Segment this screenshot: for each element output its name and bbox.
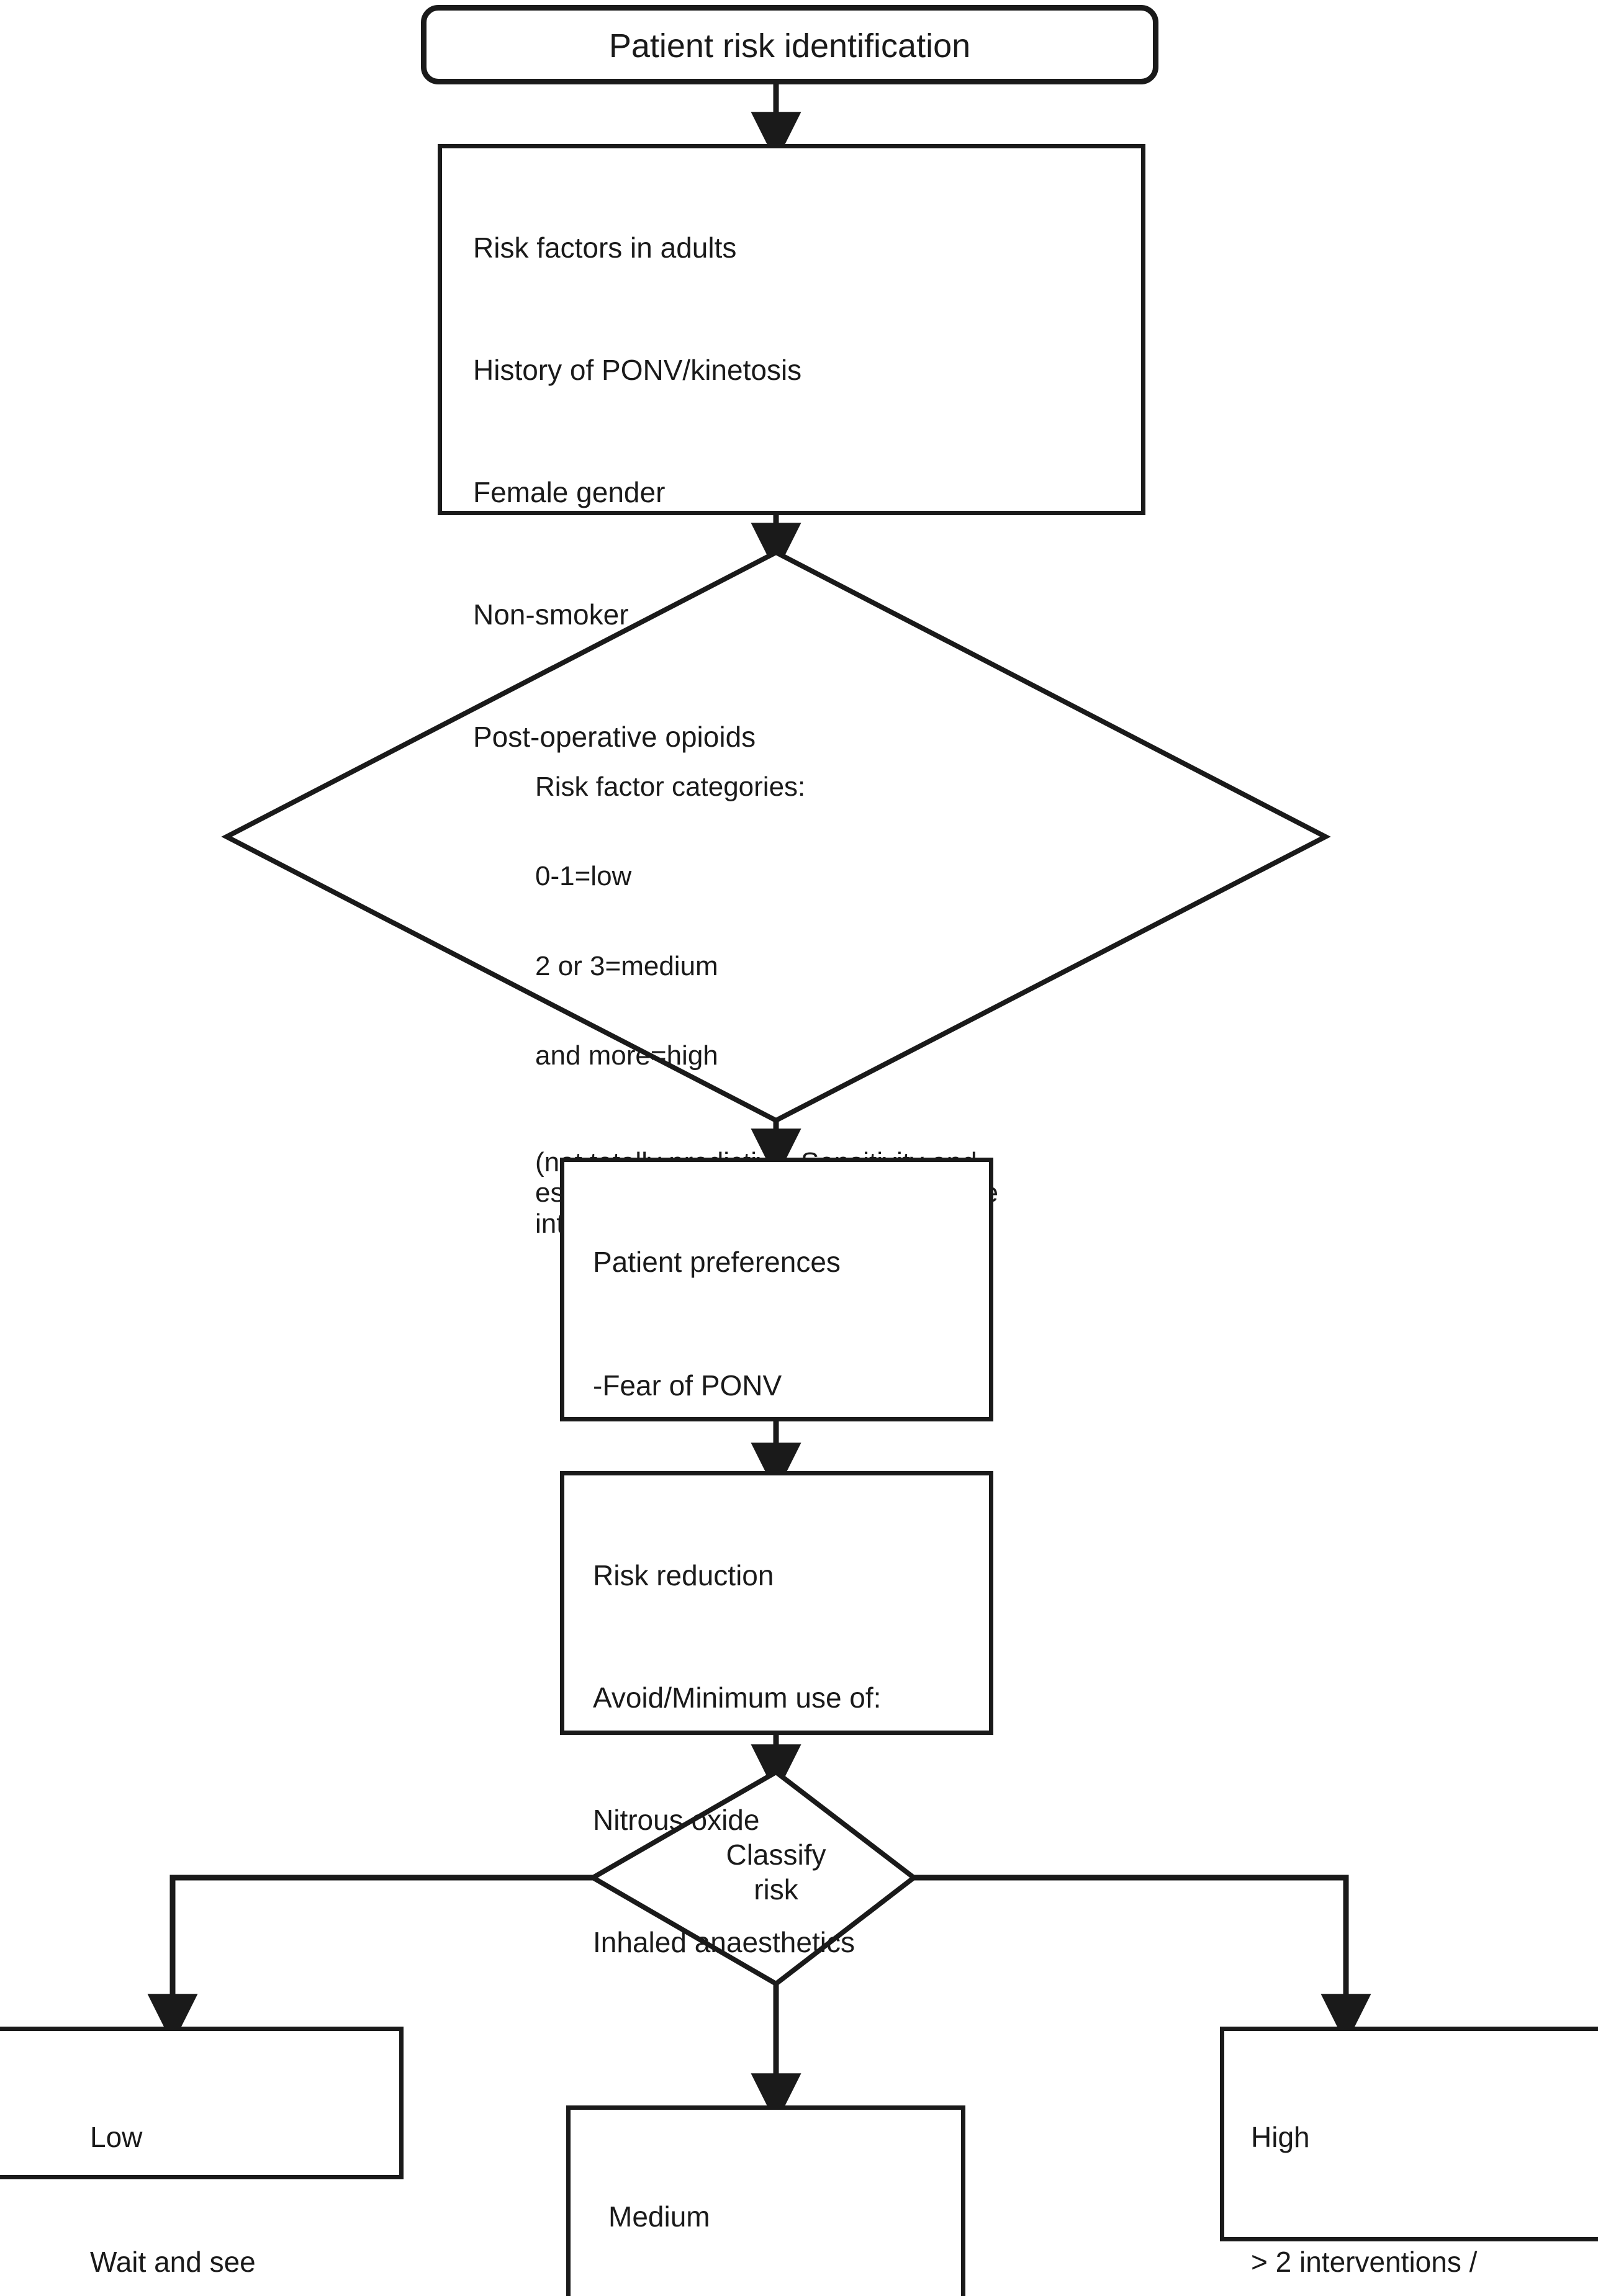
risk-reduction-item-1: Inhaled anaesthetics — [593, 1926, 855, 1959]
node-risk-factors[interactable] — [438, 144, 1145, 515]
node-outcome-high[interactable] — [1220, 2027, 1598, 2241]
patient-preferences-heading: Patient preferences — [593, 1246, 841, 1279]
node-outcome-low[interactable] — [0, 2027, 404, 2179]
risk-reduction-subheading: Avoid/Minimum use of: — [593, 1681, 882, 1714]
patient-preferences-item-0: -Fear of PONV — [593, 1369, 782, 1402]
risk-factors-item-1: Female gender — [473, 476, 666, 509]
outcome-low-level: Low — [90, 2121, 143, 2154]
outcome-high-level: High — [1251, 2121, 1310, 2154]
risk-categories-line-2: and more=high — [535, 1040, 718, 1071]
risk-categories-heading: Risk factor categories: — [535, 772, 806, 803]
outcome-high-text: High > 2 interventions / Multimodal appr… — [1251, 2061, 1598, 2296]
node-risk-reduction[interactable] — [560, 1471, 993, 1735]
node-outcome-medium[interactable] — [566, 2105, 965, 2296]
risk-categories-line-0: 0-1=low — [535, 861, 632, 892]
risk-factors-heading: Risk factors in adults — [473, 232, 737, 264]
outcome-low-text: Low Wait and see — [90, 2061, 388, 2296]
risk-reduction-text: Risk reduction Avoid/Minimum use of: Nit… — [593, 1499, 990, 2020]
classify-risk-label: Classify risk — [726, 1839, 826, 1906]
risk-reduction-item-0: Nitrous oxide — [593, 1804, 760, 1837]
node-patient-preferences[interactable] — [560, 1158, 993, 1421]
risk-categories-line-1: 2 or 3=medium — [535, 950, 718, 981]
arrow-classify-to-low — [147, 1875, 593, 2045]
risk-reduction-heading: Risk reduction — [593, 1559, 774, 1592]
node-patient-risk-identification[interactable]: Patient risk identification — [421, 5, 1158, 84]
outcome-high-action-line1: > 2 interventions / — [1251, 2246, 1478, 2279]
risk-factors-item-3: Post-operative opioids — [473, 721, 756, 754]
risk-factors-text: Risk factors in adults History of PONV/k… — [473, 171, 1125, 814]
risk-factors-item-2: Non-smoker — [473, 598, 629, 631]
node-title-label: Patient risk identification — [608, 27, 971, 65]
risk-factors-item-0: History of PONV/kinetosis — [473, 354, 802, 387]
outcome-medium-text: Medium 1 or 2 interventions — [608, 2140, 956, 2296]
outcome-medium-level: Medium — [608, 2200, 710, 2233]
outcome-low-action: Wait and see — [90, 2246, 256, 2279]
